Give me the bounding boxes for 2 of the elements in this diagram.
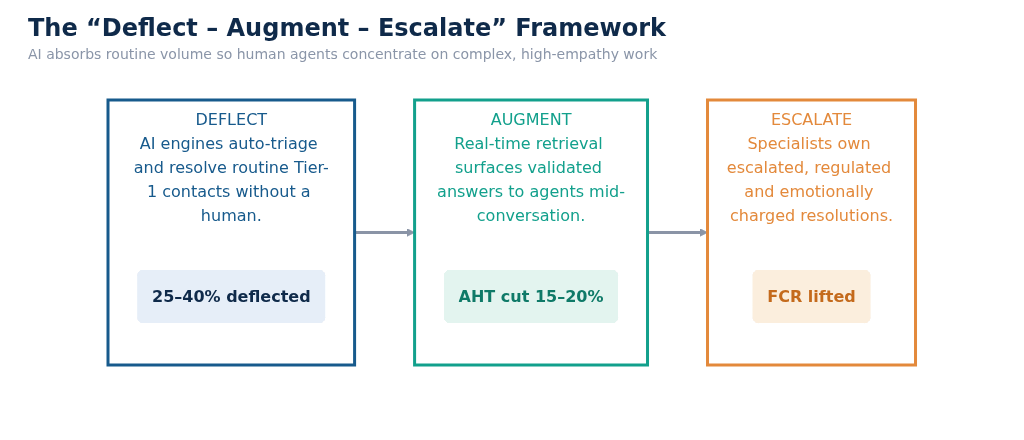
title: The “Deflect – Augment – Escalate” Framework	[28, 14, 667, 42]
subtitle: AI absorbs routine volume so human agents concentrate on complex, high-empathy work	[28, 46, 659, 62]
